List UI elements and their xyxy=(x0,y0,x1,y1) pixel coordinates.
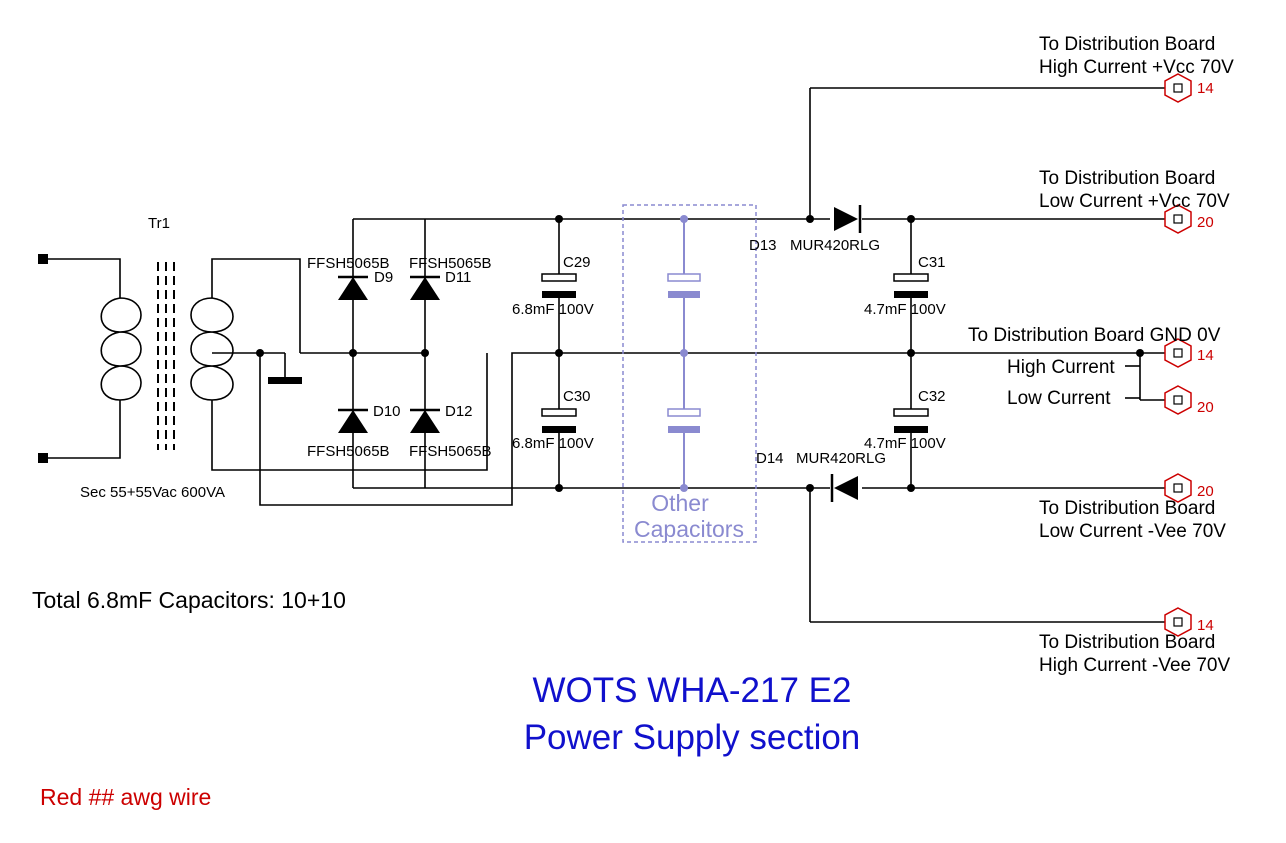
capacitor-total-note: Total 6.8mF Capacitors: 10+10 xyxy=(32,587,346,613)
gnd-low-label: Low Current xyxy=(1007,388,1111,409)
d12-ref: D12 xyxy=(445,403,473,420)
gnd-line1: To Distribution Board GND 0V xyxy=(968,325,1221,346)
capacitor-c29: C29 6.8mF 100V xyxy=(512,254,594,318)
other-capacitors-box xyxy=(622,204,757,543)
awg-legend: Red ## awg wire xyxy=(40,784,211,810)
hc-vcc-line1: To Distribution Board xyxy=(1039,34,1215,55)
c30-ref: C30 xyxy=(563,388,591,405)
lc-vcc-line1: To Distribution Board xyxy=(1039,168,1215,189)
bridge-rectifier: FFSH5065B D9 FFSH5065B D11 D10 D12 FFSH5… xyxy=(300,218,559,489)
diode-d11 xyxy=(410,275,440,300)
d14-ref: D14 xyxy=(756,450,784,467)
d10-ref: D10 xyxy=(373,403,401,420)
title-line2: Power Supply section xyxy=(524,718,861,757)
d13-ref: D13 xyxy=(749,237,777,254)
lc-vee-awg: 20 xyxy=(1197,483,1214,500)
c29-value: 6.8mF 100V xyxy=(512,301,594,318)
c29-ref: C29 xyxy=(563,254,591,271)
connector-lc-vee xyxy=(1164,473,1192,503)
hc-vcc-line2: High Current +Vcc 70V xyxy=(1039,57,1234,78)
d10-part: FFSH5065B xyxy=(307,443,390,460)
gnd-high-label: High Current xyxy=(1007,357,1115,378)
lc-vcc-line2: Low Current +Vcc 70V xyxy=(1039,191,1230,212)
primary-terminal-bottom xyxy=(38,453,48,463)
center-tap-bar xyxy=(268,377,302,384)
c30-value: 6.8mF 100V xyxy=(512,435,594,452)
c32-value: 4.7mF 100V xyxy=(864,435,946,452)
gnd-low-awg: 20 xyxy=(1197,399,1214,416)
hc-vee-awg: 14 xyxy=(1197,617,1214,634)
d13-part: MUR420RLG xyxy=(790,237,880,254)
c32-ref: C32 xyxy=(918,388,946,405)
rails xyxy=(555,87,1165,623)
c31-value: 4.7mF 100V xyxy=(864,301,946,318)
capacitor-c32: C32 4.7mF 100V xyxy=(864,388,946,452)
d14-part: MUR420RLG xyxy=(796,450,886,467)
transformer-ref: Tr1 xyxy=(148,215,170,232)
d11-part: FFSH5065B xyxy=(409,255,492,272)
capacitor-c31: C31 4.7mF 100V xyxy=(864,254,946,318)
d9-ref: D9 xyxy=(374,269,393,286)
gnd-high-awg: 14 xyxy=(1197,347,1214,364)
connector-gnd-high xyxy=(1164,338,1192,368)
hc-vee-line1: To Distribution Board xyxy=(1039,632,1215,653)
diode-d9 xyxy=(338,275,368,300)
hc-vee-line2: High Current -Vee 70V xyxy=(1039,655,1230,676)
capacitor-c30: C30 6.8mF 100V xyxy=(512,388,594,452)
diode-d13: D13 MUR420RLG xyxy=(749,205,880,254)
other-capacitors-line2: Capacitors xyxy=(634,516,744,542)
lc-vcc-awg: 20 xyxy=(1197,214,1214,231)
diode-d10 xyxy=(338,408,368,433)
transformer-spec: Sec 55+55Vac 600VA xyxy=(80,484,225,501)
title-line1: WOTS WHA-217 E2 xyxy=(533,671,852,710)
d12-part: FFSH5065B xyxy=(409,443,492,460)
primary-terminal-top xyxy=(38,254,48,264)
connector-lc-vcc xyxy=(1164,204,1192,234)
diode-d14: D14 MUR420RLG xyxy=(756,450,886,502)
lc-vee-line2: Low Current -Vee 70V xyxy=(1039,521,1226,542)
ground-split xyxy=(1125,349,1165,401)
connector-hc-vcc xyxy=(1164,73,1192,103)
c31-ref: C31 xyxy=(918,254,946,271)
d9-part: FFSH5065B xyxy=(307,255,390,272)
output-labels: To Distribution Board High Current +Vcc … xyxy=(968,34,1234,676)
other-capacitors-line1: Other xyxy=(651,490,709,516)
connector-hc-vee xyxy=(1164,607,1192,637)
d11-ref: D11 xyxy=(445,269,471,286)
diode-d12 xyxy=(410,408,440,433)
primary-winding xyxy=(100,297,142,425)
secondary-winding xyxy=(190,297,488,471)
hc-vcc-awg: 14 xyxy=(1197,80,1214,97)
transformer-core xyxy=(157,262,175,450)
lc-vee-line1: To Distribution Board xyxy=(1039,498,1215,519)
connector-gnd-low xyxy=(1164,385,1192,415)
transformer-tr1: Tr1 Sec 55+55Vac 600VA xyxy=(38,215,559,506)
other-capacitors-group: Other Capacitors xyxy=(622,204,757,543)
